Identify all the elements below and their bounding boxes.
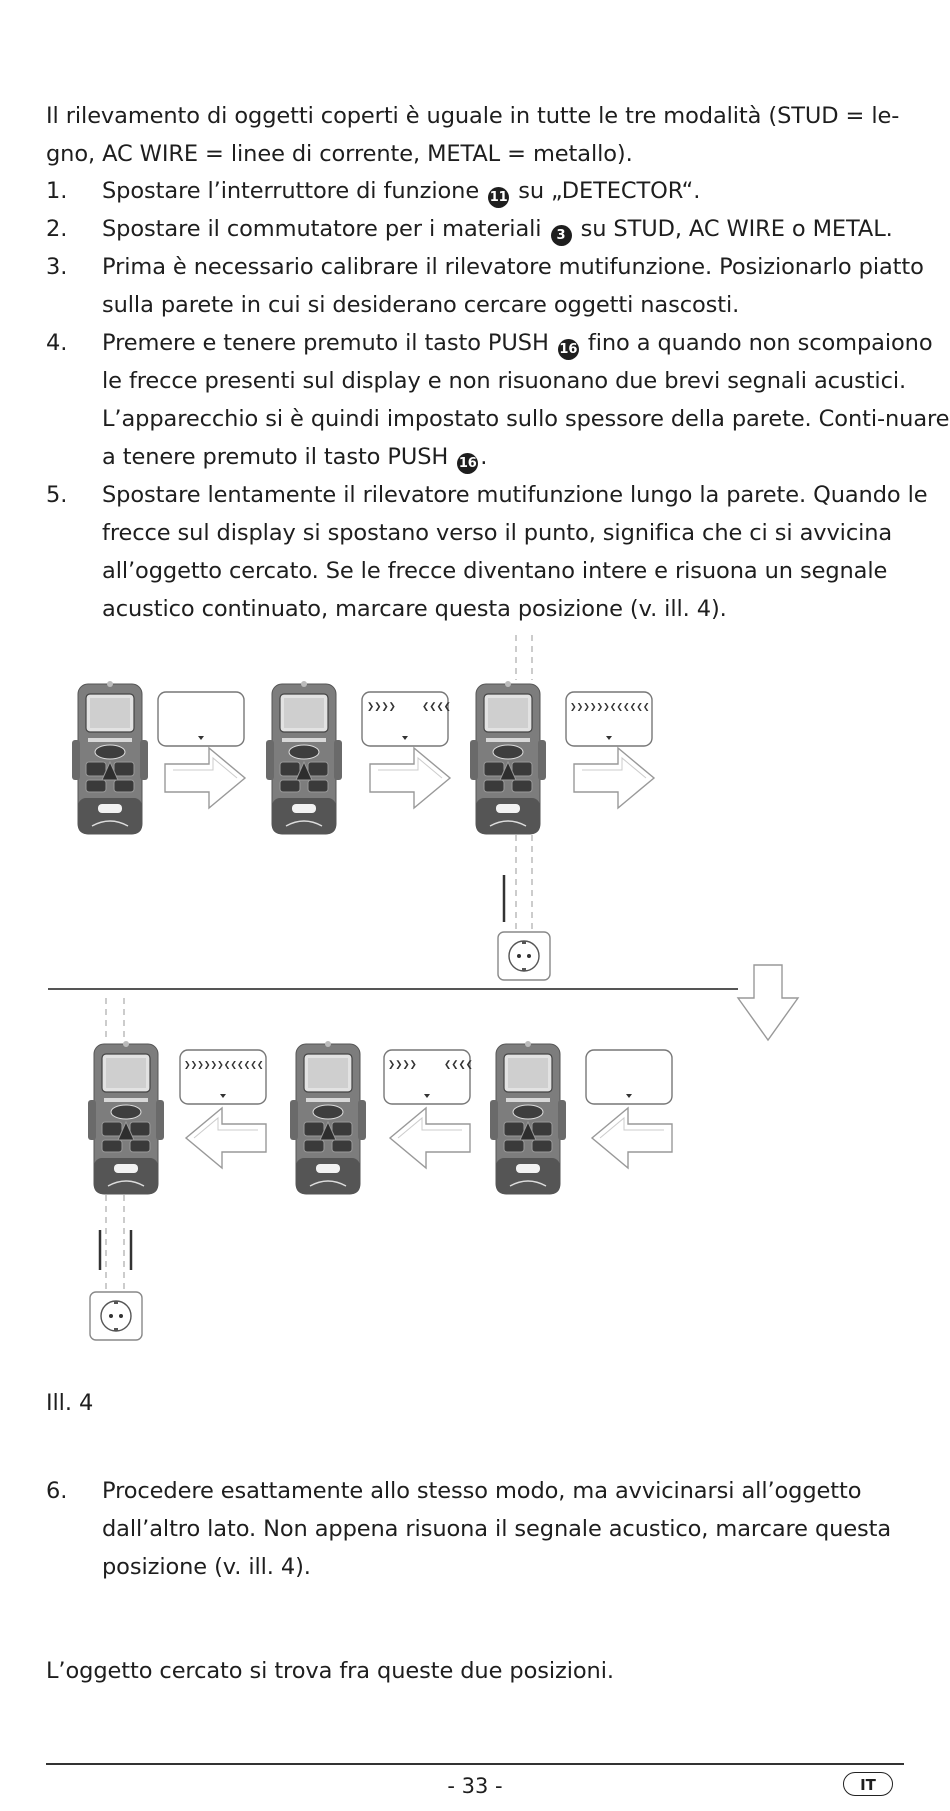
- step-number: 1.: [46, 178, 68, 204]
- device-3: [469, 680, 547, 835]
- language-badge: IT: [843, 1772, 893, 1796]
- step-text: su STUD, AC WIRE o METAL.: [580, 216, 893, 242]
- arrow-glyphs: ❯❯❯❯: [388, 1057, 417, 1071]
- callout-marker: 3: [550, 225, 572, 246]
- step-text: Prima è necessario calibrare il rilevato…: [102, 254, 924, 318]
- step-text: Spostare il commutatore per i materiali: [102, 216, 542, 242]
- footer-divider: [46, 1763, 904, 1765]
- device-6: [489, 1040, 567, 1195]
- stud-detection-illustration: ❯❯❯❯ ❮❮❮❮ ❯❯❯❯❯❯❮❮❮❮❮❮ ❯❯❯❯❯❯❮❮❮❮❮❮ ❯❯❯❯…: [48, 635, 800, 1341]
- step-number: 6.: [46, 1478, 68, 1504]
- step-text: Spostare l’interruttore di funzione: [102, 178, 480, 204]
- step-number: 3.: [46, 254, 68, 280]
- arrow-glyphs: ❮❮❮❮: [444, 1057, 473, 1071]
- arrow-left-icon: [389, 1107, 471, 1169]
- arrow-left-icon: [185, 1107, 267, 1169]
- step-text: fino a quando non scompaiono le frecce p…: [102, 330, 950, 470]
- arrow-glyphs: ❯❯❯❯❯❯❮❮❮❮❮❮: [184, 1058, 263, 1071]
- arrow-glyphs: ❯❯❯❯❯❯❮❮❮❮❮❮: [570, 700, 649, 713]
- step-text: Procedere esattamente allo stesso modo, …: [102, 1478, 892, 1580]
- wall-socket-icon: [89, 1291, 143, 1341]
- figure-caption: Ill. 4: [46, 1390, 94, 1416]
- arrow-right-icon: [164, 747, 246, 809]
- wall-socket-icon: [497, 931, 551, 981]
- step-number: 4.: [46, 330, 68, 356]
- callout-marker: 11: [488, 187, 510, 208]
- arrow-glyphs: ❮❮❮❮: [422, 699, 451, 713]
- page-number: - 33 -: [447, 1774, 503, 1798]
- device-4: [87, 1040, 165, 1195]
- arrow-left-icon: [591, 1107, 673, 1169]
- step-number: 5.: [46, 482, 68, 508]
- arrow-glyphs: ❯❯❯❯: [367, 699, 396, 713]
- step-text: Spostare lentamente il rilevatore mutifu…: [102, 482, 928, 622]
- arrow-down-icon: [736, 964, 800, 1042]
- display-empty: [585, 1049, 673, 1105]
- callout-marker: 16: [557, 339, 579, 360]
- step-number: 2.: [46, 216, 68, 242]
- step-text: Premere e tenere premuto il tasto PUSH: [102, 330, 549, 356]
- intro-paragraph: Il rilevamento di oggetti coperti è ugua…: [46, 103, 900, 167]
- callout-marker: 16: [457, 453, 479, 474]
- display-empty: [157, 691, 245, 747]
- step-text: su „DETECTOR“.: [518, 178, 701, 204]
- device-1: [71, 680, 149, 835]
- conclusion-paragraph: L’oggetto cercato si trova fra queste du…: [46, 1658, 614, 1684]
- step-text: .: [480, 444, 488, 470]
- device-5: [289, 1040, 367, 1195]
- arrow-right-icon: [573, 747, 655, 809]
- arrow-right-icon: [369, 747, 451, 809]
- device-2: [265, 680, 343, 835]
